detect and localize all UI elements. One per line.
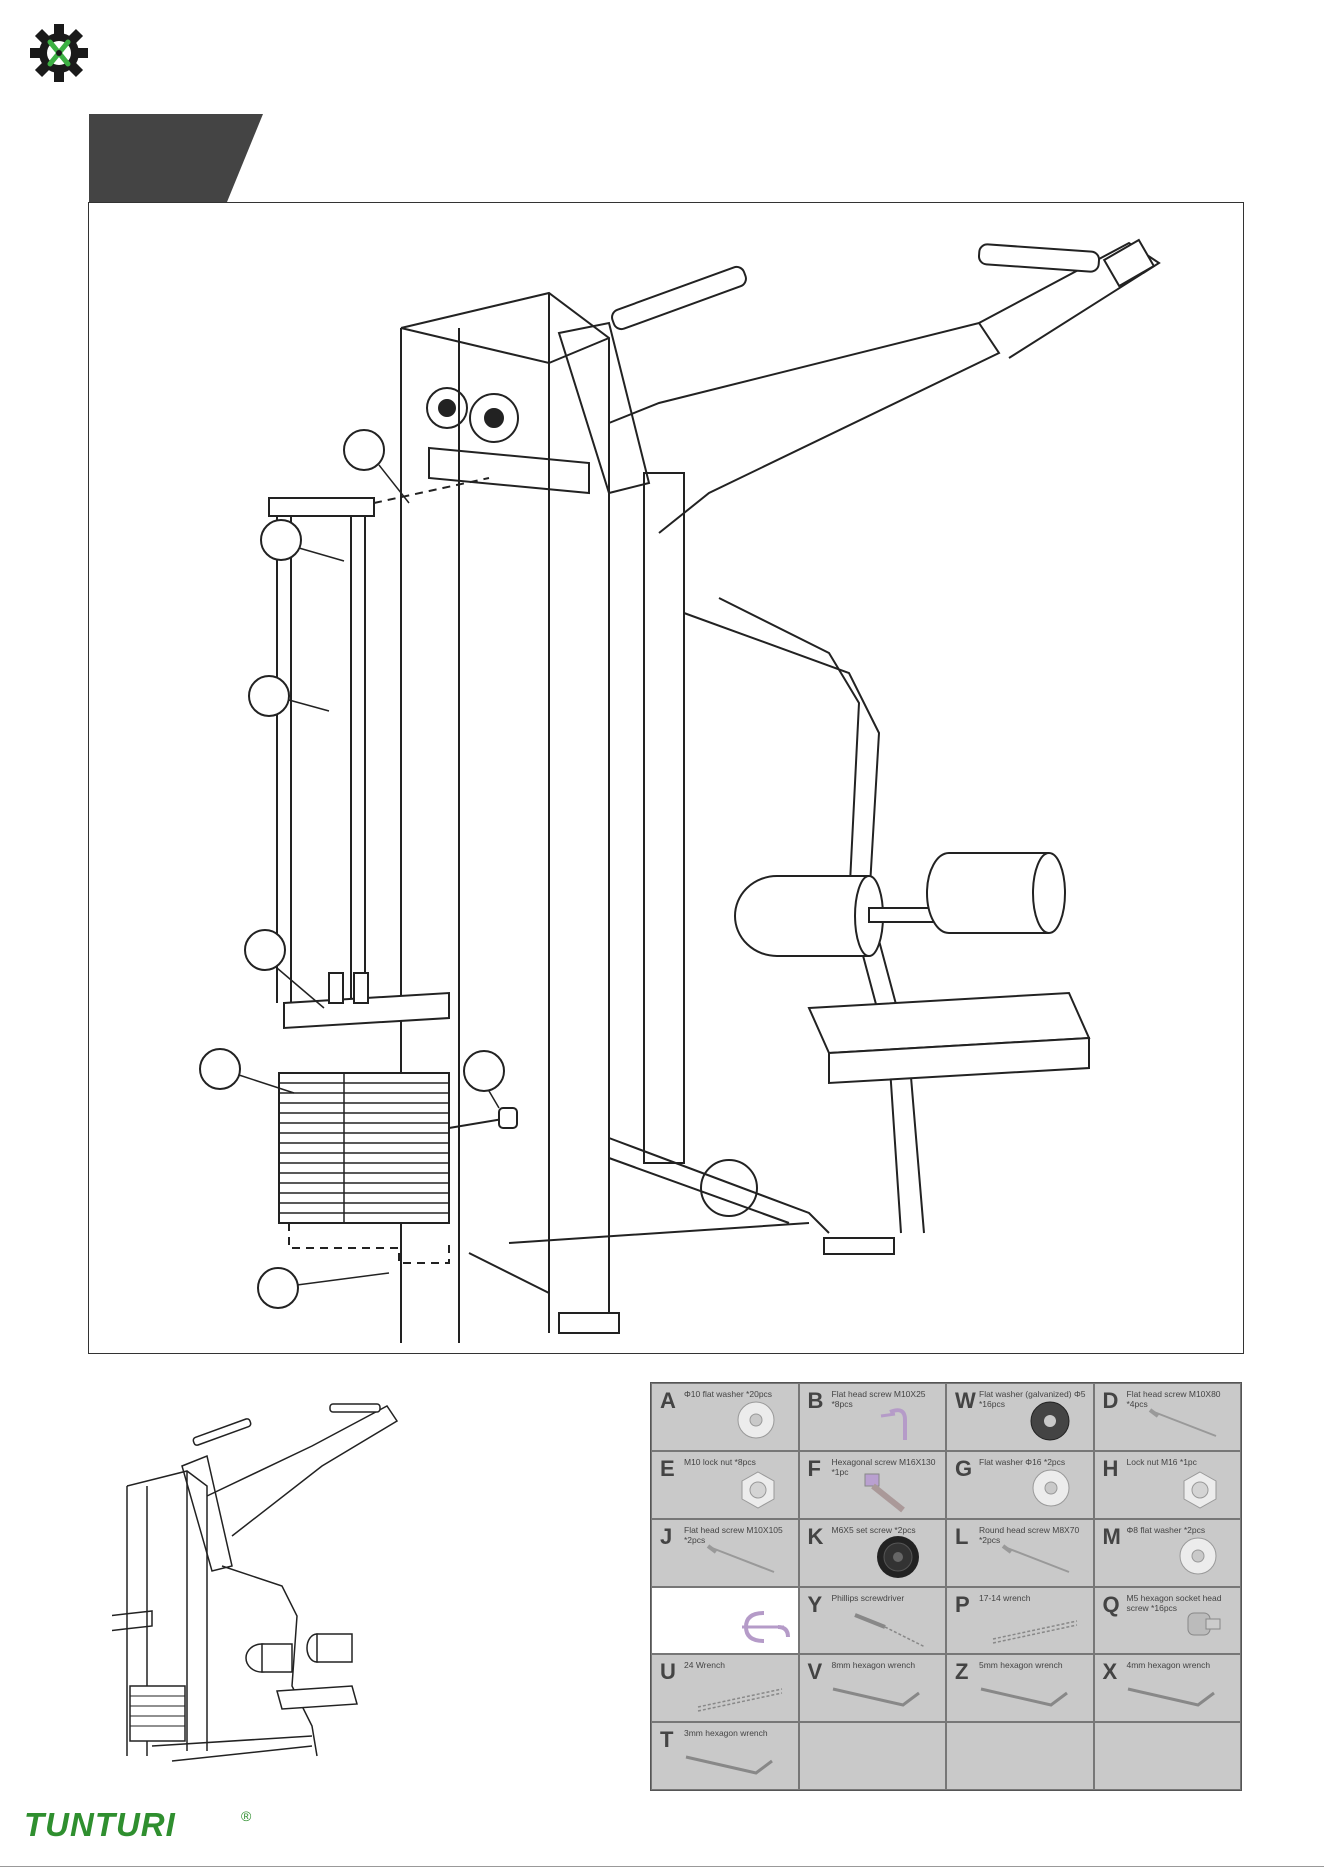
part-cell-e: E M10 lock nut *8pcs (651, 1450, 799, 1519)
part-letter: D (1102, 1388, 1119, 1413)
part-cell-blank (651, 1586, 799, 1655)
part-description: Round head screw M8X70 *2pcs (979, 1524, 1080, 1545)
part-letter: P (955, 1591, 970, 1617)
part-letter: A (660, 1388, 676, 1413)
section-title-tab (89, 114, 263, 202)
part-cell-g: G Flat washer Φ16 *2pcs (946, 1450, 1094, 1519)
footer-divider (0, 1866, 1324, 1867)
part-description: Flat head screw M10X25 *8pcs (831, 1389, 926, 1409)
part-cell-h: H Lock nut M16 *1pc (1093, 1450, 1241, 1519)
part-cell-k: K M6X5 set screw *2pcs (798, 1518, 946, 1587)
part-description: Φ10 flat washer *20pcs (684, 1389, 773, 1399)
part-letter: U (660, 1659, 676, 1685)
part-letter: G (955, 1455, 973, 1481)
part-cell-blank (946, 1722, 1094, 1790)
part-description: 8mm hexagon wrench (831, 1660, 916, 1671)
part-cell-y: Y Phillips screwdriver (798, 1586, 946, 1655)
part-cell-x: X 4mm hexagon wrench (1093, 1654, 1241, 1723)
part-letter: M (1102, 1523, 1121, 1549)
part-cell-u: U 24 Wrench (651, 1654, 799, 1723)
part-description: Lock nut M16 *1pc (1126, 1456, 1197, 1467)
part-description: M5 hexagon socket head screw *16pcs (1126, 1592, 1222, 1613)
part-letter: T (660, 1727, 674, 1753)
part-cell-q: Q M5 hexagon socket head screw *16pcs (1093, 1586, 1241, 1655)
part-description: 24 Wrench (684, 1660, 725, 1671)
part-letter: F (807, 1455, 821, 1481)
part-letter: J (660, 1523, 673, 1549)
machine-assembly-drawing (199, 238, 1161, 1343)
part-cell-a: A Φ10 flat washer *20pcs (651, 1383, 799, 1451)
part-cell-blank (1093, 1722, 1241, 1790)
part-cell-d: D Flat head screw M10X80 *4pcs (1093, 1383, 1241, 1451)
brand-registered-mark: ® (241, 1808, 252, 1824)
part-description: 17-14 wrench (979, 1592, 1031, 1603)
part-cell-f: F Hexagonal screw M16X130 *1pc (798, 1450, 946, 1519)
part-cell-j: J Flat head screw M10X105 *2pcs (651, 1518, 799, 1587)
part-letter: Z (955, 1659, 969, 1685)
part-description: 4mm hexagon wrench (1126, 1660, 1211, 1671)
part-cell-blank (798, 1722, 946, 1790)
part-description: Flat washer (galvanized) Φ5 *16pcs (979, 1389, 1086, 1409)
part-description: 5mm hexagon wrench (979, 1660, 1063, 1671)
part-description: Flat washer Φ16 *2pcs (979, 1456, 1066, 1467)
part-cell-v: V 8mm hexagon wrench (798, 1654, 946, 1723)
part-cell-m: M Φ8 flat washer *2pcs (1093, 1518, 1241, 1587)
part-description: 3mm hexagon wrench (684, 1728, 768, 1739)
part-letter: K (807, 1523, 824, 1549)
part-description: Flat head screw M10X80 *4pcs (1126, 1389, 1221, 1409)
gear-logo-icon (30, 24, 88, 82)
part-letter: Y (807, 1591, 823, 1617)
part-cell-b: B Flat head screw M10X25 *8pcs (798, 1383, 946, 1451)
part-description: Hexagonal screw M16X130 *1pc (831, 1456, 936, 1477)
assembly-diagram-frame (88, 202, 1244, 1354)
assembled-machine-thumbnail (112, 1403, 399, 1762)
part-description: M6X5 set screw *2pcs (831, 1524, 916, 1535)
part-description: Flat head screw M10X105 *2pcs (684, 1524, 783, 1545)
part-letter: W (955, 1388, 976, 1413)
part-letter: B (807, 1388, 824, 1413)
part-letter: X (1102, 1659, 1118, 1685)
part-letter: V (807, 1659, 823, 1685)
part-description: Phillips screwdriver (831, 1592, 905, 1603)
hardware-parts-table: A Φ10 flat washer *20pcs B Flat head screw … (650, 1382, 1242, 1791)
part-cell-t: T 3mm hexagon wrench (651, 1722, 799, 1790)
part-description: M10 lock nut *8pcs (684, 1456, 756, 1467)
part-letter: H (1102, 1455, 1119, 1481)
part-cell-p: P 17-14 wrench (946, 1586, 1094, 1655)
part-description: Φ8 flat washer *2pcs (1126, 1524, 1206, 1535)
part-letter: Q (1102, 1591, 1120, 1617)
part-cell-z: Z 5mm hexagon wrench (946, 1654, 1094, 1723)
part-letter: L (955, 1523, 969, 1549)
part-letter: E (660, 1455, 675, 1481)
brand-logo: TUNTURI (24, 1806, 176, 1843)
part-cell-l: L Round head screw M8X70 *2pcs (946, 1518, 1094, 1587)
